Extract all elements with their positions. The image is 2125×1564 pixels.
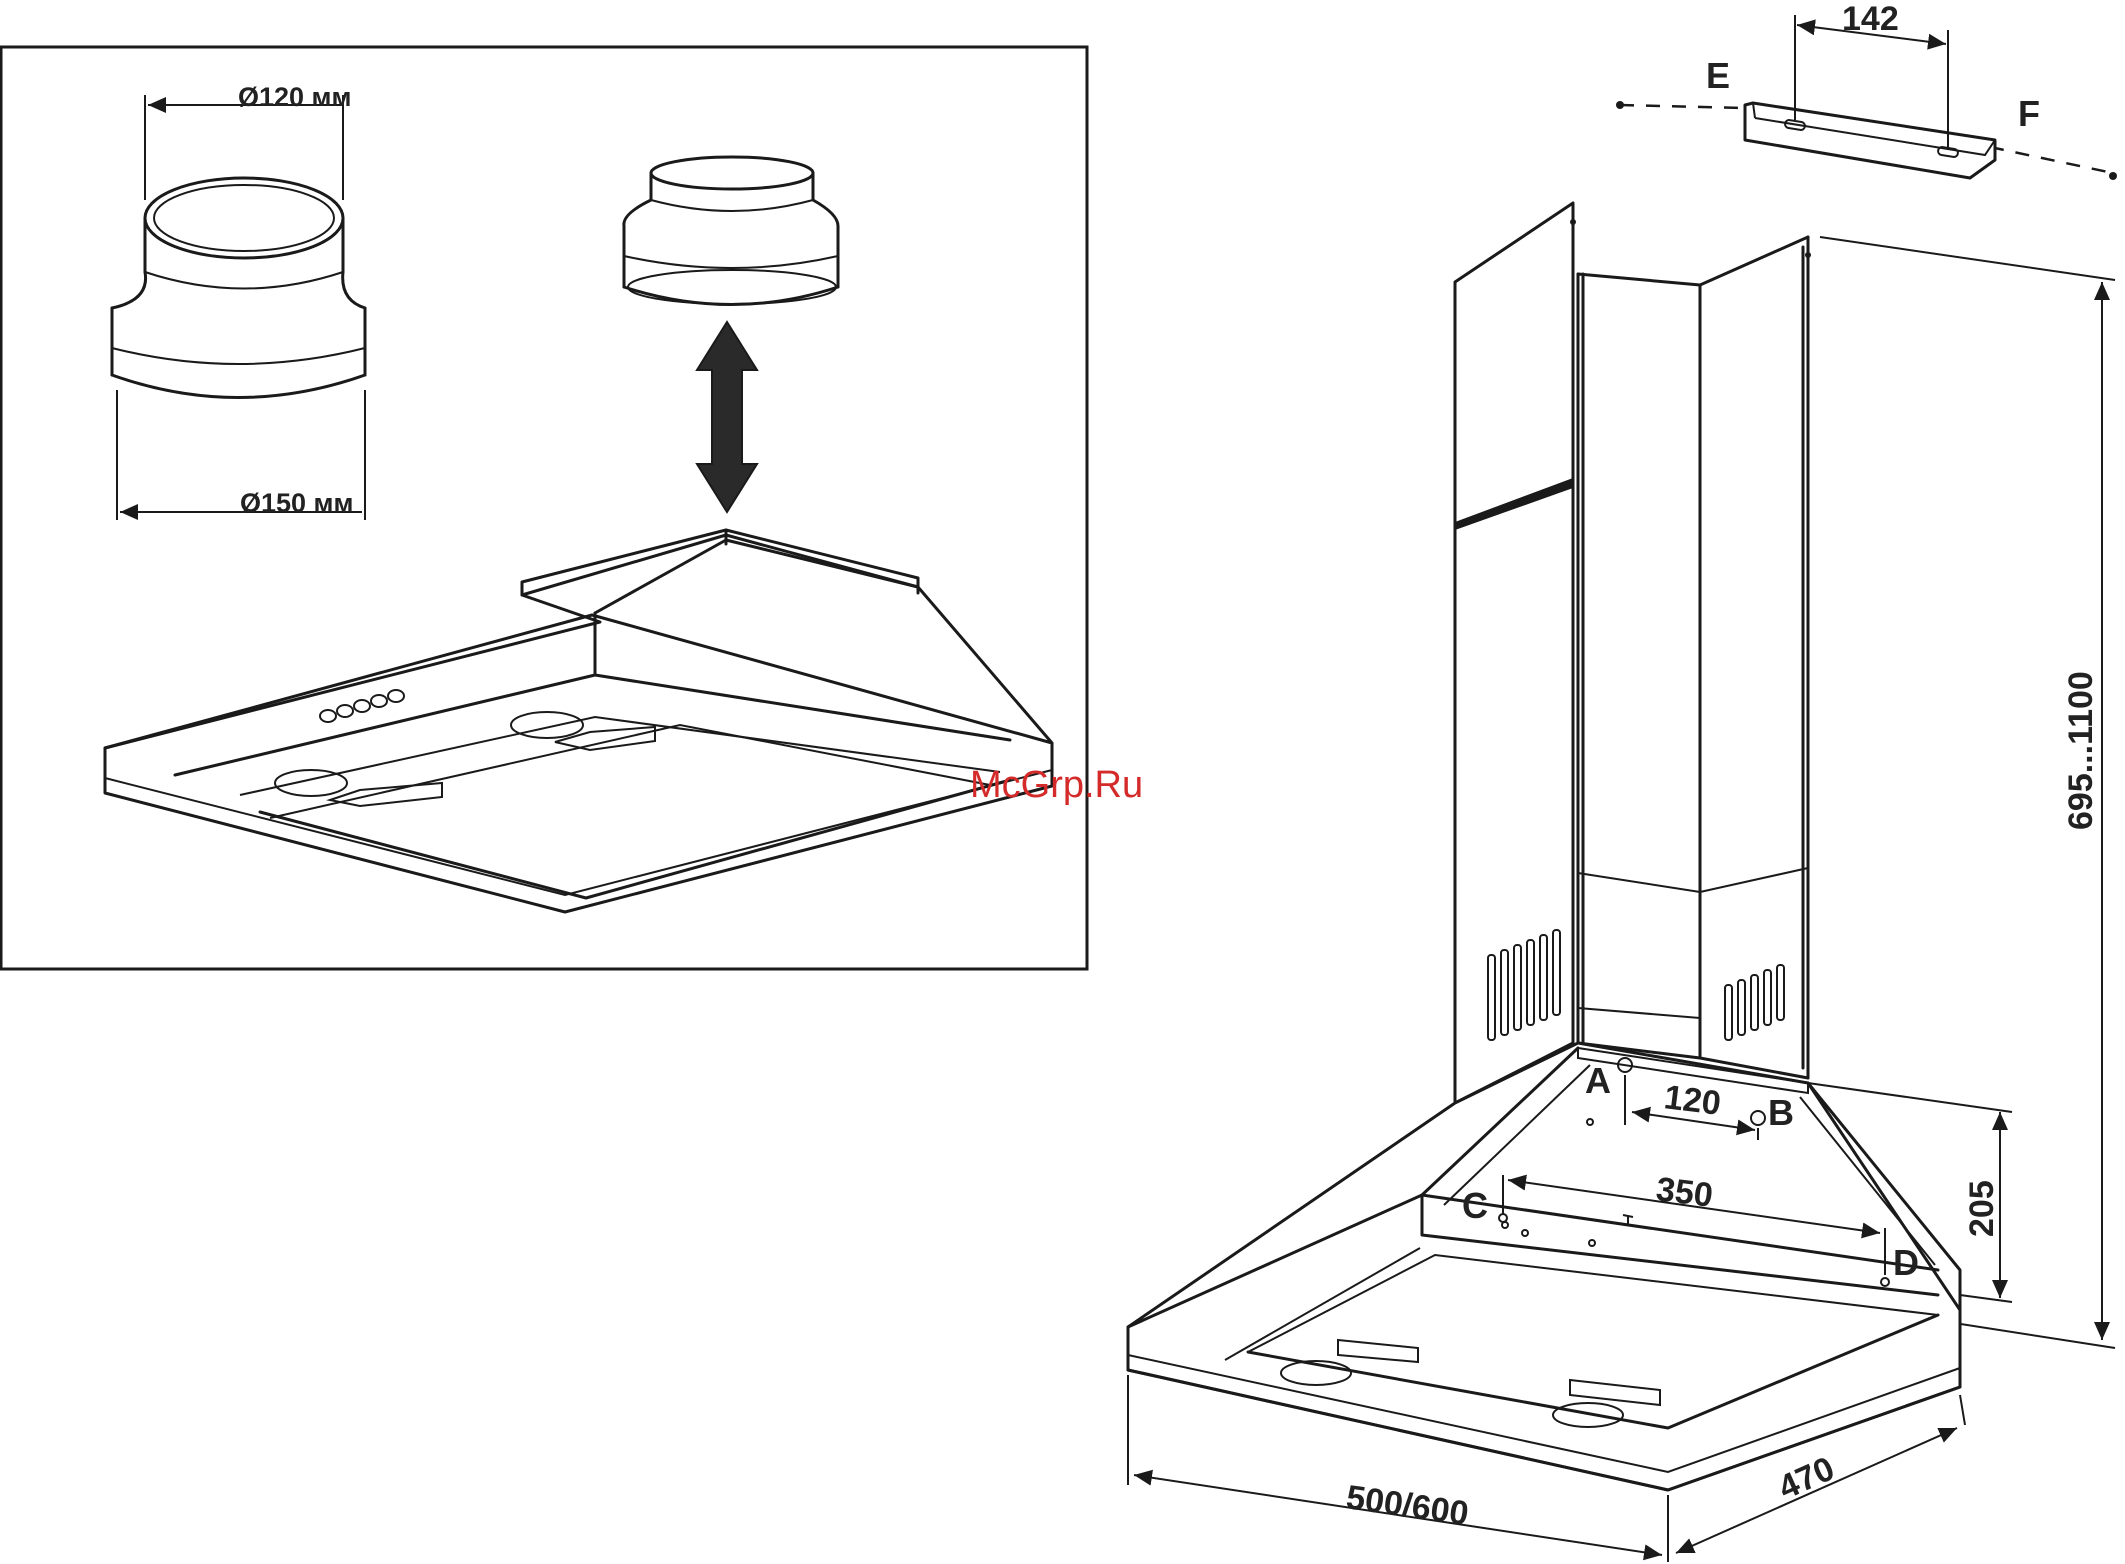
- hole-a-marker: [1617, 1057, 1633, 1073]
- reducer-dimensions: [116, 95, 366, 520]
- lamp-icon: [1552, 1402, 1624, 1428]
- hood-height-dimension: [1807, 1082, 2013, 1303]
- reducer-small-diameter-label: Ø120 мм: [238, 82, 352, 112]
- right-panel: 142 E F: [1126, 0, 2117, 1562]
- bracket-end-f-label: F: [2018, 93, 2040, 134]
- hood-height-label: 205: [1963, 1180, 2001, 1237]
- duct-reducer-illustration: [110, 176, 367, 399]
- ab-spacing-label: 120: [1662, 1078, 1723, 1123]
- hole-c-label: C: [1462, 1185, 1488, 1226]
- ab-spacing-dimension: [1624, 1075, 1759, 1140]
- chimney-illustration: [1453, 201, 1811, 1105]
- left-panel: Ø120 мм Ø150 мм: [0, 45, 1089, 971]
- lamp-icon: [274, 769, 348, 797]
- chimney-height-label: 695...1100: [2062, 671, 2100, 830]
- cd-spacing-dimension: [1502, 1174, 1886, 1275]
- control-buttons-icon: [319, 689, 405, 723]
- hood-width-label: 500/600: [1344, 1478, 1471, 1533]
- reducer-large-diameter-label: Ø150 мм: [240, 488, 354, 518]
- up-down-arrow-icon: [695, 320, 759, 514]
- lamp-icon: [510, 711, 584, 739]
- watermark-text: McGrp.Ru: [970, 764, 1143, 806]
- vent-slots-icon: [1724, 964, 1785, 1041]
- hood-depth-label: 470: [1773, 1450, 1840, 1508]
- bracket-end-e-label: E: [1706, 55, 1730, 96]
- chimney-height-dimension: [1819, 236, 2116, 1349]
- hole-d-marker: [1880, 1277, 1890, 1287]
- range-hood-right-illustration: [1126, 1041, 1962, 1492]
- hole-a-label: A: [1585, 1060, 1611, 1101]
- range-hood-left-illustration: [103, 528, 1054, 914]
- lamp-icon: [1280, 1360, 1352, 1386]
- bracket-width-label: 142: [1842, 0, 1899, 38]
- hole-d-label: D: [1893, 1242, 1919, 1283]
- outlet-collar-illustration: [622, 155, 840, 306]
- cd-spacing-label: 350: [1654, 1170, 1715, 1215]
- hole-b-label: B: [1768, 1092, 1794, 1133]
- mounting-bracket-illustration: [1616, 15, 2117, 180]
- hood-depth-dimension: [1675, 1394, 1966, 1554]
- hood-width-dimension: [1127, 1375, 1669, 1562]
- vent-slots-icon: [1487, 929, 1561, 1041]
